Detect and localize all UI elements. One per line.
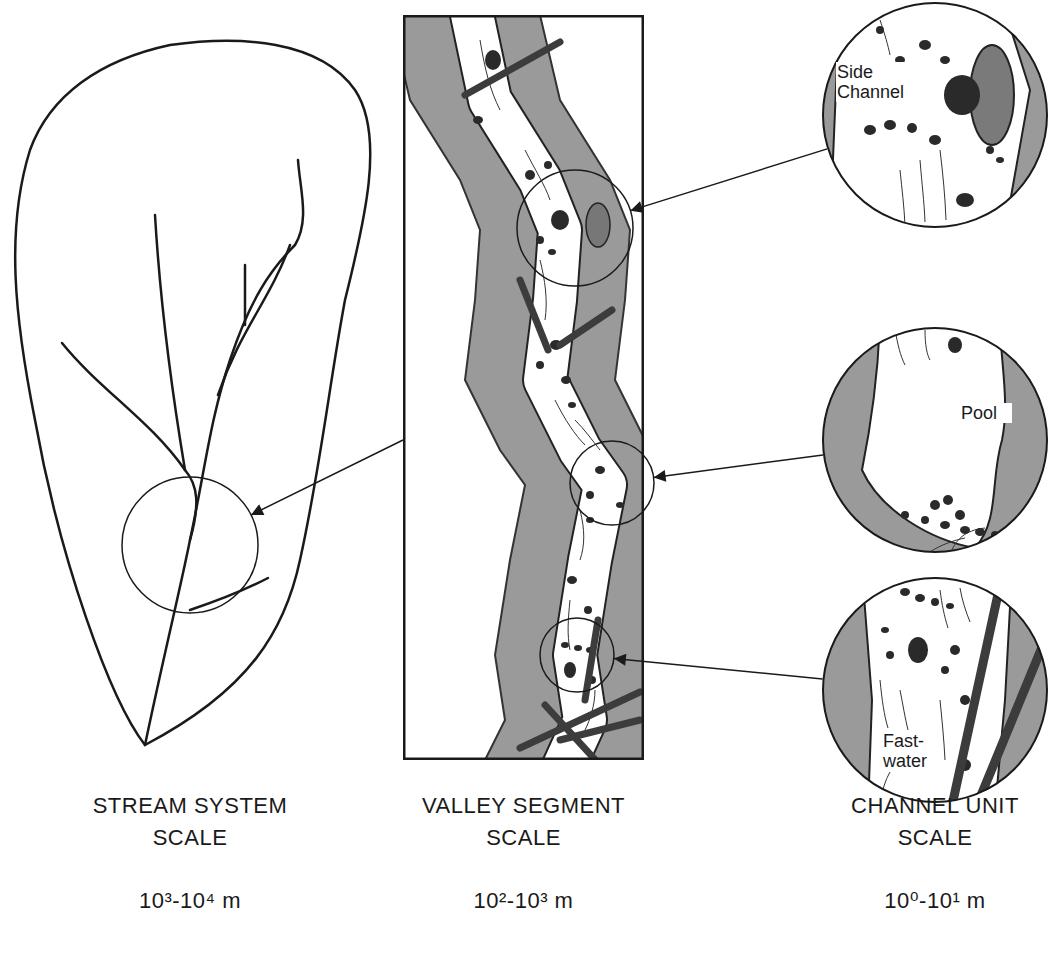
scale-name: VALLEY SEGMENT SCALE: [406, 790, 641, 854]
scale-name: CHANNEL UNIT SCALE: [825, 790, 1045, 854]
rocks: [473, 50, 624, 684]
stream-network: [62, 160, 303, 745]
node-outline: [0, 30, 380, 920]
fast-water-illustration: [820, 570, 1050, 815]
node-outline: [822, 2, 1048, 228]
circle-outline: [823, 578, 1047, 802]
pool-illustration: [820, 320, 1050, 555]
channel-unit-circle: Fast-water: [822, 577, 1048, 803]
scale-name: STREAM SYSTEM SCALE: [80, 790, 300, 854]
zoom-arrow: [630, 149, 827, 211]
scale-range: 10⁰-10¹ m: [825, 885, 1045, 917]
side-channel-illustration: [820, 0, 1050, 230]
zoom-circles: [517, 170, 654, 692]
segment-frame: [404, 16, 643, 759]
circle-outline: [823, 3, 1047, 227]
channel-unit-circle: Side Channel: [822, 2, 1048, 228]
node-outline: [822, 327, 1048, 553]
valley-illustration: [404, 16, 643, 759]
channel-unit-circle: Pool: [822, 327, 1048, 553]
logs: [465, 42, 640, 759]
unit-label: Fast-water: [882, 731, 936, 771]
unit-label: Pool: [960, 403, 1012, 423]
circle-outline: [823, 328, 1047, 552]
zoom-circle: [122, 477, 258, 613]
watershed-outline: [15, 41, 370, 745]
scale-range: 10²-10³ m: [406, 885, 641, 917]
node-outline: [403, 15, 644, 920]
unit-label: Side Channel: [836, 62, 910, 102]
zoom-arrow: [654, 455, 823, 478]
stream-system-node: STREAM SYSTEM SCALE 10³-10⁴ m: [0, 30, 380, 920]
zoom-arrow: [614, 659, 823, 679]
valley-segment-node: VALLEY SEGMENT SCALE 10²-10³ m: [403, 15, 644, 920]
zoom-arrow: [251, 440, 403, 515]
scale-range: 10³-10⁴ m: [80, 885, 300, 917]
